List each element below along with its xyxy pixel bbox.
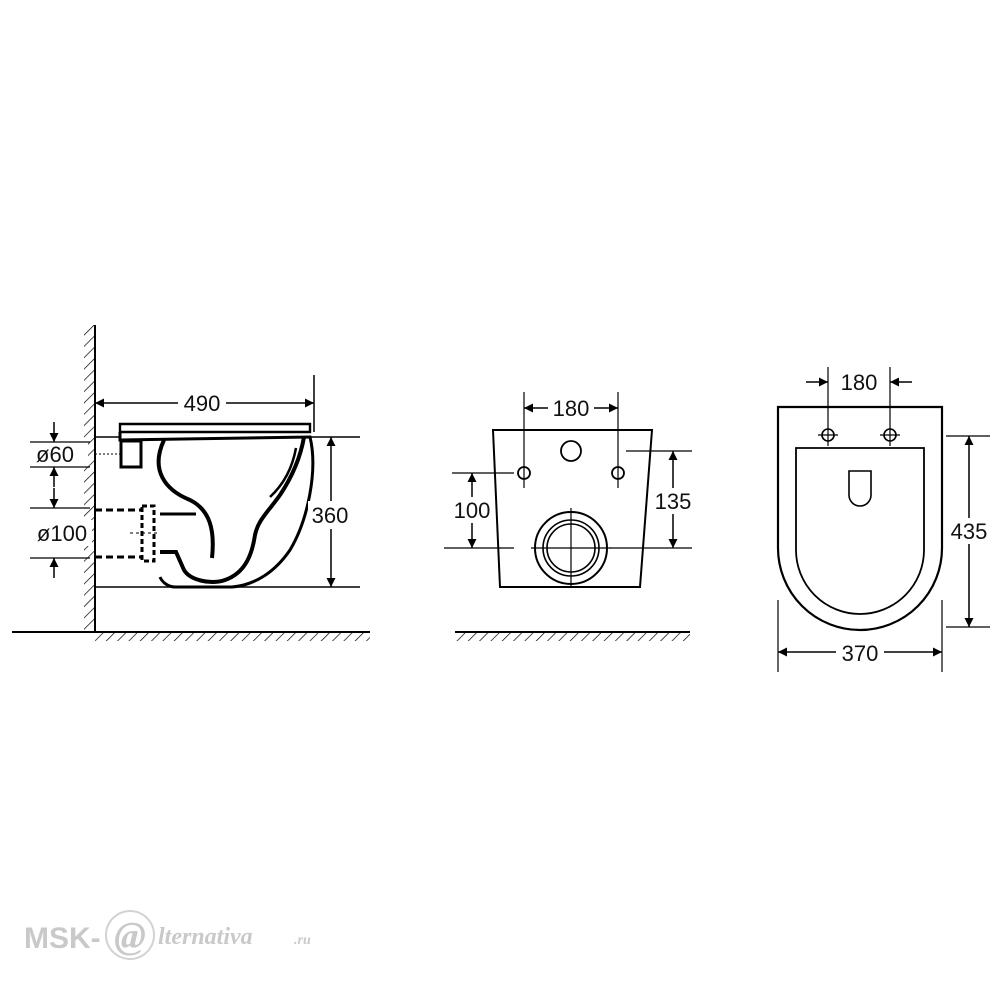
floor-hatching — [95, 632, 370, 641]
dimension-60-label: ø60 — [36, 442, 74, 467]
front-body-outline — [491, 429, 654, 588]
top-view: 180 435 370 — [776, 367, 992, 672]
rim-channel — [269, 447, 298, 498]
top-370-label: 370 — [842, 641, 879, 666]
top-body-outline — [776, 405, 944, 632]
front-180-label: 180 — [553, 396, 590, 421]
dimension-360-label: 360 — [312, 503, 349, 528]
trap-curve — [156, 439, 215, 559]
dimension-490-label: 490 — [184, 391, 221, 416]
watermark-at-ring — [105, 910, 155, 960]
top-435-label: 435 — [951, 519, 988, 544]
watermark: MSK- @ lternativa .ru — [24, 910, 311, 960]
top-bowl-opening — [795, 447, 925, 615]
top-180-label: 180 — [841, 370, 878, 395]
seat-outline — [118, 422, 312, 434]
watermark-domain: .ru — [294, 933, 311, 948]
watermark-at-symbol: @ — [114, 915, 146, 957]
bowl-inner-outline — [160, 436, 306, 584]
wall-hatching — [84, 325, 95, 630]
dimension-100-label: ø100 — [37, 521, 87, 546]
watermark-prefix: MSK- — [24, 922, 101, 955]
front-100-label: 100 — [454, 498, 491, 523]
front-floor-hatching — [455, 632, 690, 641]
water-inlet-connector — [119, 439, 143, 469]
front-view: 180 100 135 — [444, 392, 696, 641]
watermark-suffix: lternativa — [158, 924, 253, 950]
water-inlet-hole — [560, 440, 582, 462]
flush-hole — [848, 470, 872, 507]
side-view: 490 360 ø60 ø100 — [12, 325, 370, 641]
bowl-outer-outline — [118, 432, 315, 589]
front-135-label: 135 — [655, 489, 692, 514]
